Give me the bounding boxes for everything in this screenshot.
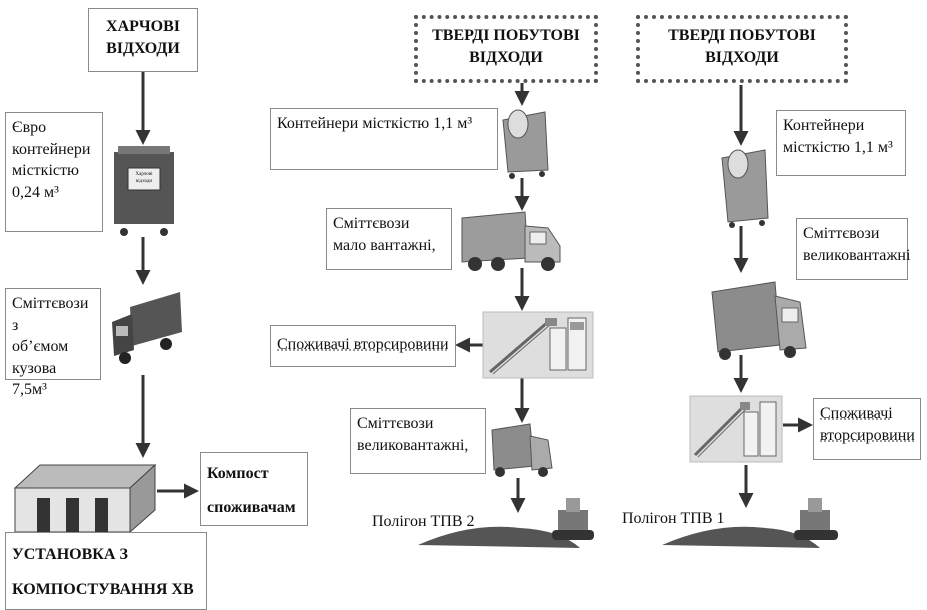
container-1-1-box-2: Контейнери місткістю 1,1 м³ <box>270 108 498 170</box>
heavy-truck-box-2: Сміттєвози великовантажні, <box>350 408 486 474</box>
recyclables-consumers-box-2: Споживачі вторсировини <box>270 325 456 367</box>
truck-7-5-box: Сміттєвози з об’ємом кузова 7,5м³ <box>5 288 101 398</box>
light-truck-box: Сміттєвози мало вантажні, <box>326 208 452 270</box>
recyclables-consumers-box-3: Споживачі вторсировини <box>813 398 921 460</box>
msw-source-box-3: ТВЕРДІ ПОБУТОВІ ВІДХОДИ <box>636 15 848 83</box>
euro-container-box: Євро контейнери місткістю 0,24 м³ <box>5 112 103 232</box>
container-1-1-box-3: Контейнери місткістю 1,1 м³ <box>776 110 906 176</box>
heavy-truck-box-3: Сміттєвози великовантажні <box>796 218 910 280</box>
compost-consumers-box: Компост споживачам <box>200 452 308 526</box>
landfill-label-2: Полігон ТПВ 2 <box>372 513 475 530</box>
euro-container-bin-label: Харчові відходи <box>135 172 153 184</box>
food-waste-source-box: ХАРЧОВІ ВІДХОДИ <box>88 8 198 72</box>
landfill-label-3: Полігон ТПВ 1 <box>622 510 725 527</box>
msw-source-box-2: ТВЕРДІ ПОБУТОВІ ВІДХОДИ <box>414 15 598 83</box>
composting-plant-box: УСТАНОВКА З КОМПОСТУВАННЯ ХВ <box>5 532 207 610</box>
